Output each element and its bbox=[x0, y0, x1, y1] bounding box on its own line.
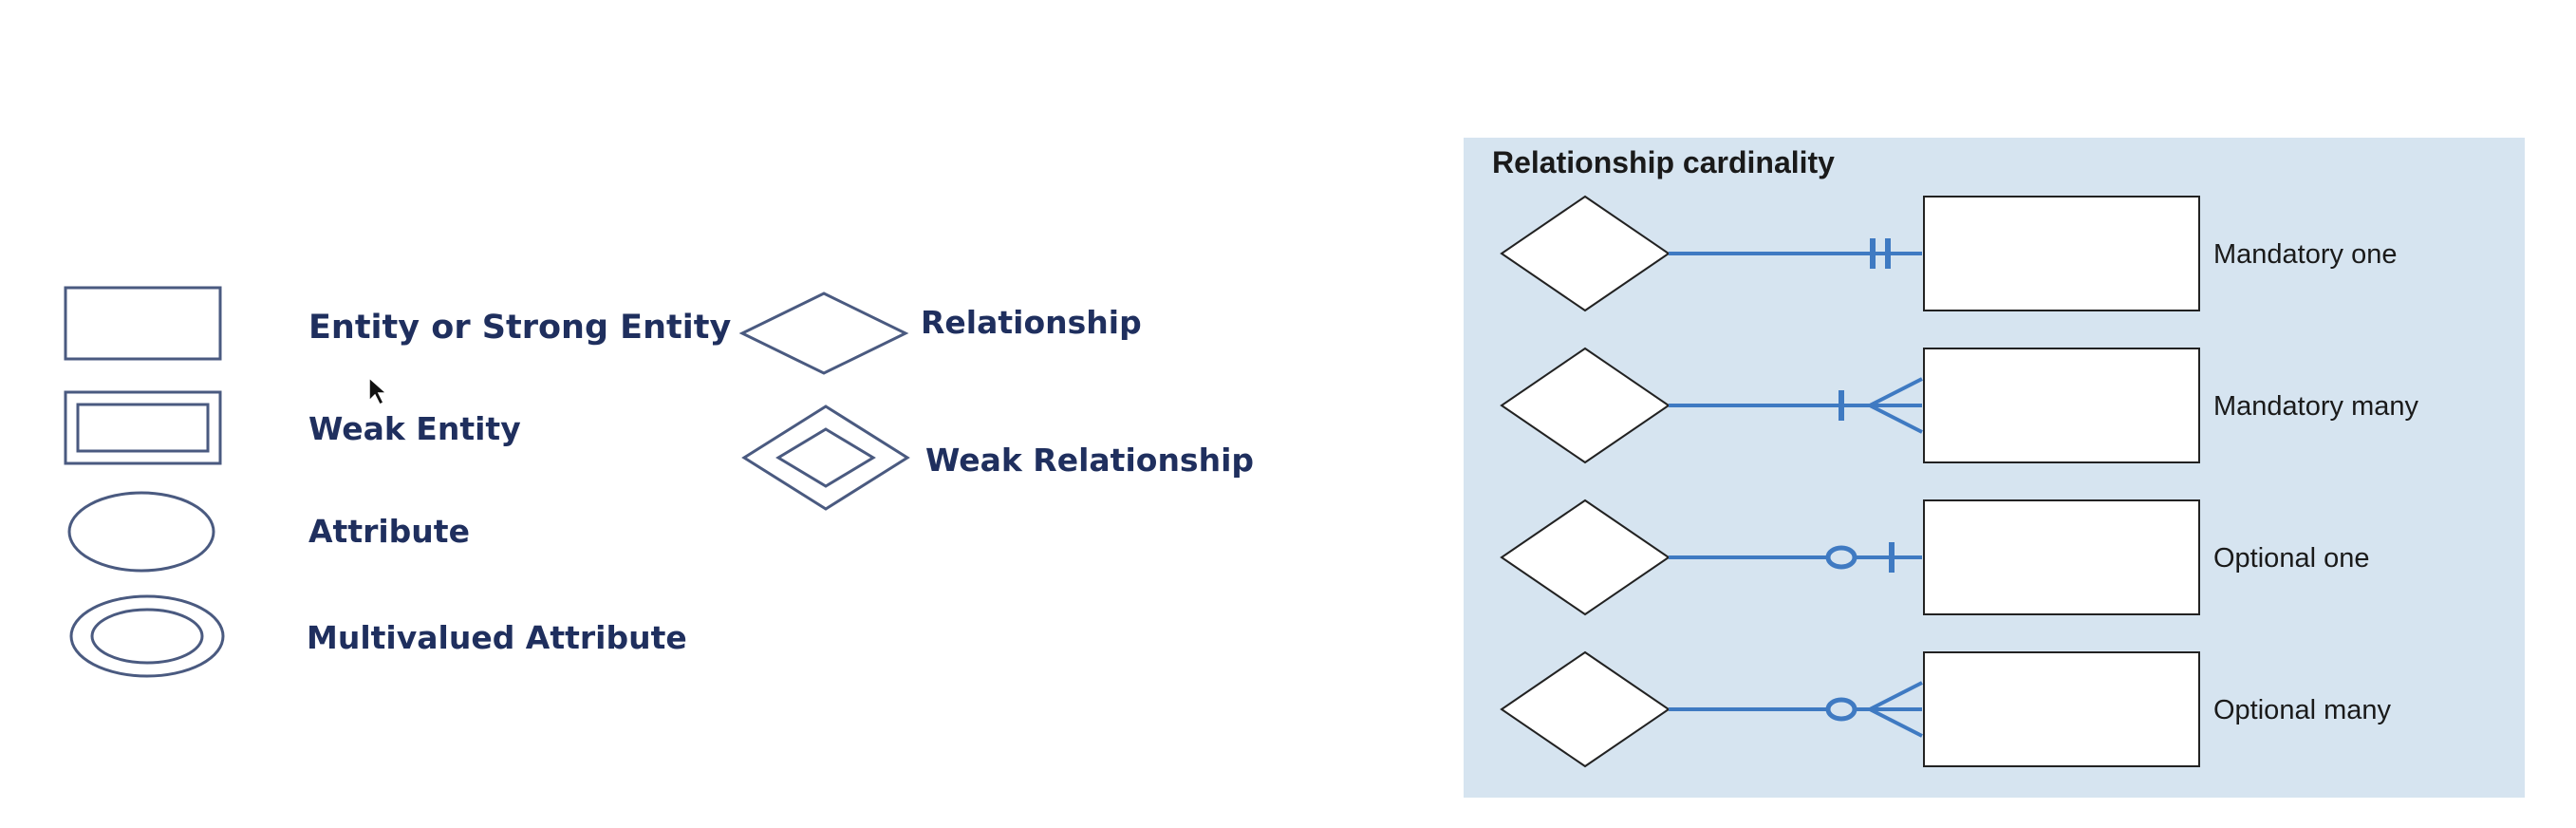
cardinality-row-optional-one bbox=[1500, 499, 2200, 616]
multivalued-attribute-label: Multivalued Attribute bbox=[307, 619, 687, 656]
relationship-label: Relationship bbox=[921, 304, 1142, 341]
cardinality-label-mandatory-many: Mandatory many bbox=[2213, 391, 2418, 422]
relationship-diamond-icon bbox=[738, 292, 909, 375]
entity-rectangle-icon bbox=[1923, 499, 2200, 615]
entity-rectangle-icon bbox=[1923, 348, 2200, 463]
relationship-diamond-icon bbox=[1500, 195, 1671, 312]
cardinality-label-mandatory-one: Mandatory one bbox=[2213, 239, 2398, 270]
entity-rectangle-icon bbox=[1923, 651, 2200, 767]
mouse-cursor-icon bbox=[368, 376, 388, 406]
entity-rectangle-icon bbox=[64, 286, 222, 361]
weak-entity-label: Weak Entity bbox=[308, 410, 521, 447]
crows-foot-icon bbox=[1869, 681, 1923, 711]
multivalued-attribute-double-ellipse-icon bbox=[69, 594, 225, 678]
cardinality-title: Relationship cardinality bbox=[1492, 145, 1835, 179]
crows-foot-icon bbox=[1869, 707, 1923, 738]
attribute-label: Attribute bbox=[308, 513, 470, 550]
zero-circle-mark bbox=[1825, 697, 1857, 722]
zero-circle-mark bbox=[1825, 545, 1857, 570]
relationship-diamond-icon bbox=[1500, 499, 1671, 616]
weak-relationship-label: Weak Relationship bbox=[925, 442, 1255, 479]
weak-relationship-double-diamond-icon bbox=[741, 405, 910, 511]
entity-rectangle-icon bbox=[1923, 196, 2200, 311]
cardinality-label-optional-one: Optional one bbox=[2213, 543, 2370, 574]
cardinality-row-optional-many bbox=[1500, 650, 2200, 768]
cardinality-row-mandatory-many bbox=[1500, 347, 2200, 464]
relationship-diamond-icon bbox=[1500, 347, 1671, 464]
crows-foot-icon bbox=[1869, 377, 1923, 407]
attribute-ellipse-icon bbox=[67, 491, 215, 573]
crows-foot-icon bbox=[1869, 404, 1923, 434]
weak-entity-double-rectangle-icon bbox=[64, 390, 222, 465]
relationship-diamond-icon bbox=[1500, 650, 1671, 768]
entity-label: Entity or Strong Entity bbox=[308, 309, 732, 347]
cardinality-row-mandatory-one bbox=[1500, 195, 2200, 312]
cardinality-label-optional-many: Optional many bbox=[2213, 695, 2391, 725]
